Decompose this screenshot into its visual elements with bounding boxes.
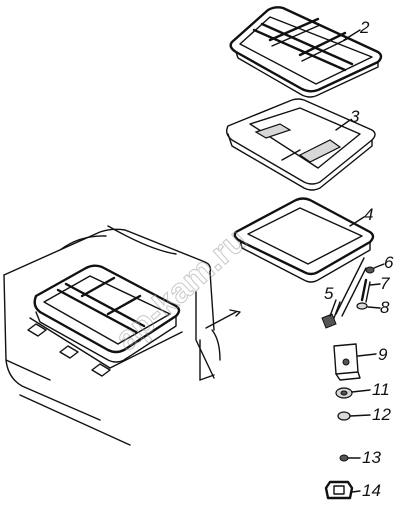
label-11: 11: [372, 380, 390, 399]
label-12: 12: [372, 405, 391, 424]
part-14-clip: [324, 480, 354, 500]
label-9: 9: [378, 345, 388, 364]
leader-3: [335, 119, 351, 131]
part-6-7-8-stud-assembly: [335, 257, 375, 317]
label-5: 5: [324, 284, 334, 303]
label-6: 6: [384, 253, 394, 272]
part-5-bolt: [321, 299, 341, 329]
leader-4: [349, 216, 365, 227]
part-12-washer: [337, 411, 351, 421]
leader-9: [357, 353, 377, 357]
part-13-screw: [339, 454, 349, 462]
part-4-seal-frame: [233, 197, 375, 283]
leader-8: [367, 306, 381, 309]
label-14: 14: [362, 481, 381, 500]
cab-body: [3, 225, 241, 446]
watermark-logo: ap-kam.ru: [108, 221, 254, 358]
part-11-nut: [335, 387, 353, 399]
label-8: 8: [380, 298, 390, 317]
part-2-hatch-cover: [229, 6, 383, 98]
leader-2: [343, 29, 361, 41]
label-13: 13: [362, 448, 381, 467]
leader-11: [351, 389, 371, 393]
leader-12: [349, 414, 371, 417]
part-9-bracket: [333, 343, 361, 381]
leader-6: [373, 263, 385, 269]
part-3-inner-panel: [225, 98, 376, 191]
leader-7: [369, 283, 381, 286]
label-3: 3: [350, 107, 360, 126]
leader-14: [351, 490, 361, 493]
label-4: 4: [364, 205, 373, 224]
label-7: 7: [380, 274, 390, 293]
label-2: 2: [359, 18, 370, 37]
